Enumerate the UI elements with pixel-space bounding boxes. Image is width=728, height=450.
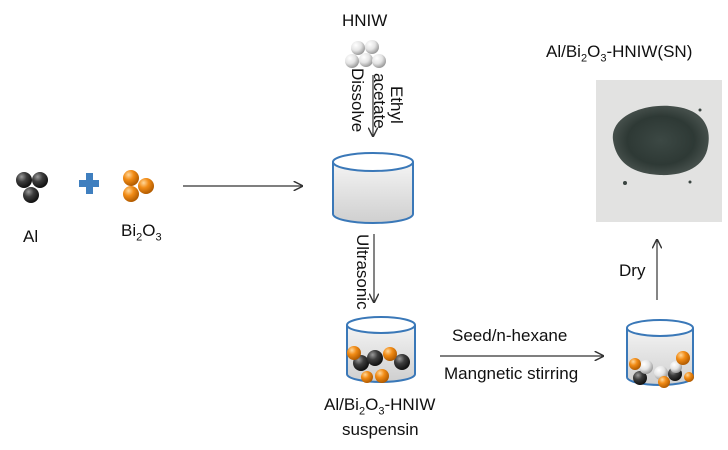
al-particles bbox=[16, 172, 48, 203]
product-label: Al/Bi2O3-HNIW(SN) bbox=[546, 42, 693, 65]
al-label: Al bbox=[23, 227, 39, 246]
seed-label: Seed/n-hexane bbox=[452, 326, 568, 345]
stirring-label: Mangnetic stirring bbox=[444, 364, 579, 383]
beaker-crystallized bbox=[626, 319, 694, 388]
plus-icon bbox=[79, 173, 99, 194]
ultrasonic-label: Ultrasonic bbox=[353, 234, 372, 310]
suspension-label-line1: Al/Bi2O3-HNIW bbox=[324, 395, 436, 418]
beaker-solution bbox=[332, 152, 414, 224]
hniw-label: HNIW bbox=[342, 11, 388, 30]
dry-label: Dry bbox=[619, 261, 646, 280]
acetate-label: acetate bbox=[370, 73, 389, 129]
beaker-suspension bbox=[346, 316, 416, 383]
bi2o3-label: Bi2O3 bbox=[121, 221, 162, 244]
ethyl-label: Ethyl bbox=[387, 86, 406, 124]
dissolve-label: Dissolve bbox=[348, 68, 367, 133]
hniw-particles bbox=[345, 40, 386, 68]
bi2o3-particles bbox=[123, 170, 154, 202]
suspension-label-line2: suspensin bbox=[342, 420, 419, 439]
product-photo bbox=[596, 80, 722, 222]
